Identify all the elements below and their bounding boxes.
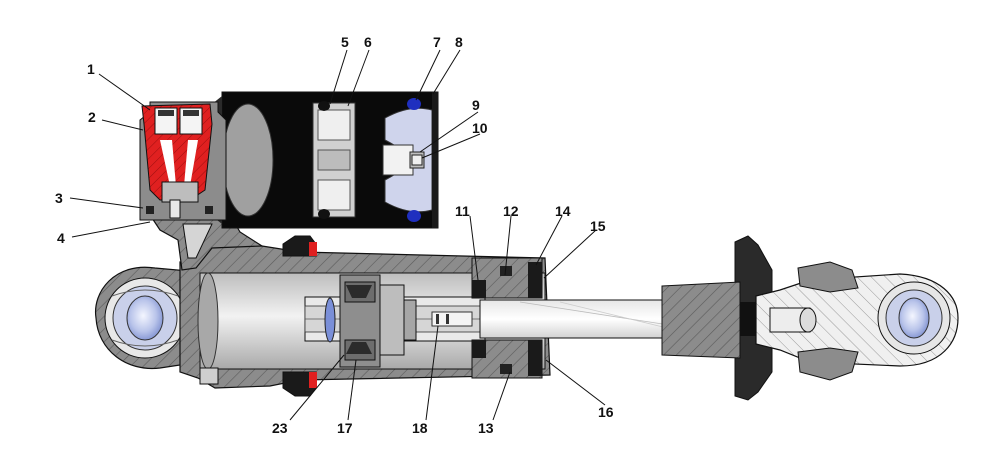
leader-12	[504, 215, 512, 276]
label-4: 4	[57, 230, 65, 246]
label-7: 7	[433, 34, 441, 50]
leader-14	[535, 215, 563, 266]
right-eye-mount	[755, 261, 959, 381]
leader-1	[98, 73, 151, 111]
label-1: 1	[87, 61, 95, 77]
leader-10	[421, 133, 481, 159]
leader-23	[289, 354, 345, 421]
label-8: 8	[455, 34, 463, 50]
label-5: 5	[341, 34, 349, 50]
leader-2	[101, 119, 144, 131]
leader-17	[347, 359, 357, 421]
leader-18	[425, 325, 439, 421]
label-14: 14	[555, 203, 571, 219]
leader-16	[545, 359, 606, 406]
label-18: 18	[412, 420, 428, 436]
label-15: 15	[590, 218, 606, 234]
leader-8	[432, 49, 461, 95]
label-17: 17	[337, 420, 353, 436]
label-13: 13	[478, 420, 494, 436]
seal-head	[471, 257, 543, 379]
label-6: 6	[364, 34, 372, 50]
label-9: 9	[472, 97, 480, 113]
leader-9	[419, 111, 479, 153]
label-11: 11	[455, 203, 470, 219]
reservoir	[212, 91, 439, 229]
rod-end-cap	[661, 235, 773, 401]
mounting-lug-top	[282, 235, 317, 257]
label-12: 12	[503, 203, 519, 219]
label-2: 2	[88, 109, 96, 125]
left-eye-mount	[94, 266, 201, 370]
leader-5	[329, 49, 348, 105]
callout-labels: 1 2 3 4 5 6 7 8 9 10 11 12 13 14 15 16 1…	[55, 34, 614, 436]
leader-lines	[69, 49, 606, 421]
label-16: 16	[598, 404, 614, 420]
leader-4	[71, 221, 151, 238]
leader-11	[469, 215, 479, 281]
leader-6	[347, 49, 370, 107]
leader-7	[415, 49, 441, 101]
label-23: 23	[272, 420, 288, 436]
label-3: 3	[55, 190, 63, 206]
label-10: 10	[472, 120, 488, 136]
mounting-lug-bottom	[282, 371, 317, 397]
leader-3	[69, 197, 144, 209]
reservoir-bridge	[148, 214, 264, 271]
leader-13	[492, 371, 511, 421]
leader-15	[543, 229, 597, 279]
compression-valve	[139, 101, 227, 221]
